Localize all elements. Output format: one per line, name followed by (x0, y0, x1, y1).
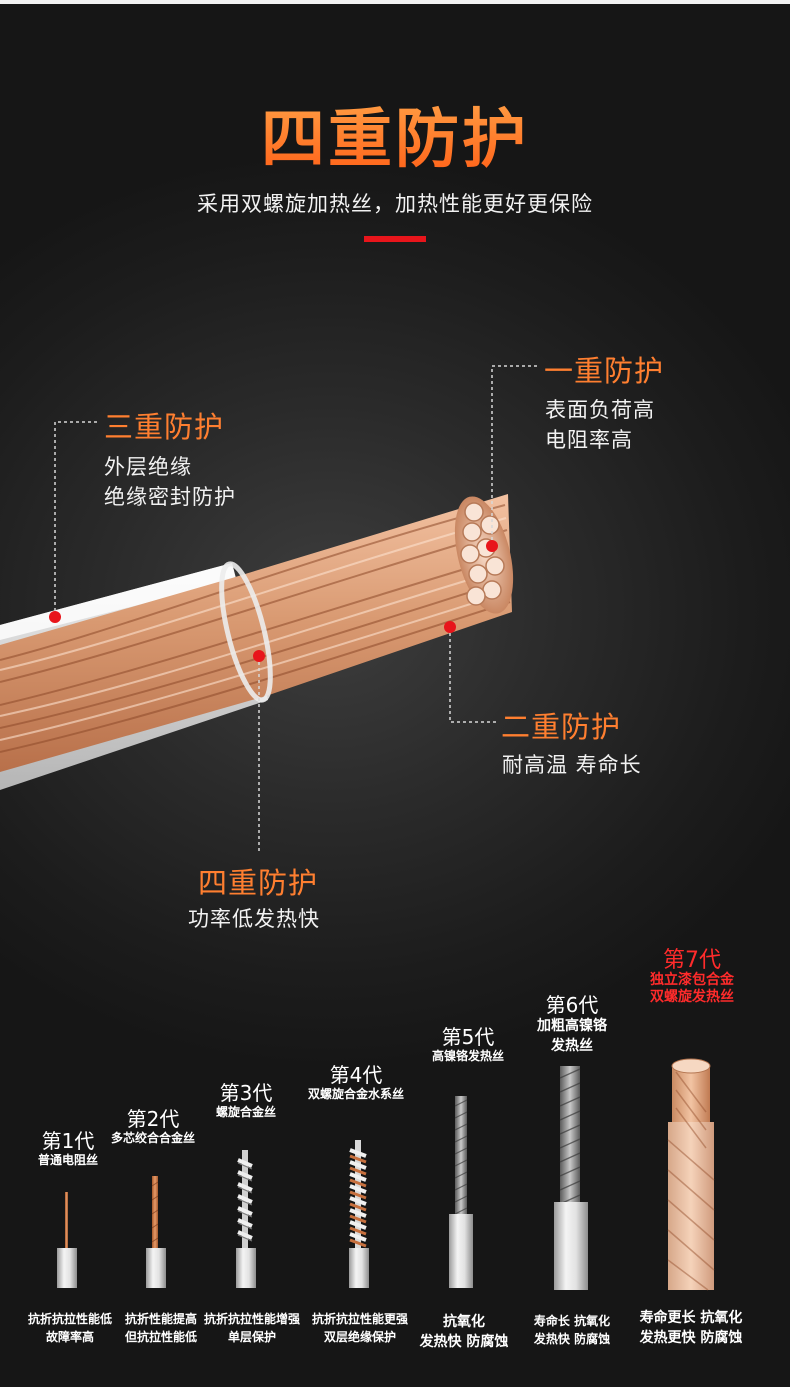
generation-5-label: 第5代 高镍铬发热丝 (420, 1026, 516, 1065)
generation-3-feature-2: 单层保护 (227, 1330, 276, 1344)
generation-7-desc-1: 独立漆包合金 (650, 972, 734, 988)
callout-1-title: 一重防护 (544, 354, 665, 388)
callout-1-line-2: 电阻率高 (545, 428, 633, 452)
generation-3-feature-1: 抗折抗拉性能增强 (203, 1312, 300, 1326)
generation-7-feature-2: 发热更快 防腐蚀 (639, 1330, 743, 1346)
generation-2-features: 抗折性能提高 但抗拉性能低 (116, 1310, 206, 1346)
callout-3-line-1: 外层绝缘 (104, 455, 192, 479)
title-divider (364, 236, 426, 242)
generation-3-name: 第3代 (219, 1081, 273, 1105)
generation-4-label: 第4代 双螺旋合金水系丝 (300, 1064, 412, 1103)
generation-4-feature-1: 抗折抗拉性能更强 (311, 1312, 408, 1326)
callout-3-title: 三重防护 (104, 410, 225, 444)
generation-3-wire (236, 1150, 256, 1288)
generation-6-feature-2: 发热快 防腐蚀 (533, 1332, 611, 1346)
callout-1-line-1: 表面负荷高 (545, 398, 655, 422)
generation-5-feature-2: 发热快 防腐蚀 (419, 1334, 509, 1350)
page-subtitle: 采用双螺旋加热丝，加热性能更好更保险 (197, 192, 593, 216)
generation-1-wire (57, 1192, 77, 1288)
generation-5-features: 抗氧化 发热快 防腐蚀 (416, 1312, 512, 1352)
page-title: 四重防护 (0, 88, 790, 180)
generation-7-desc-2: 双螺旋发热丝 (650, 989, 734, 1005)
generation-4-desc: 双螺旋合金水系丝 (307, 1087, 404, 1101)
callout-2-title: 二重防护 (501, 710, 622, 744)
generation-6-feature-1: 寿命长 抗氧化 (533, 1314, 611, 1328)
generation-5-desc: 高镍铬发热丝 (431, 1049, 504, 1063)
generation-3-desc: 螺旋合金丝 (215, 1105, 276, 1119)
generation-3-label: 第3代 螺旋合金丝 (200, 1082, 292, 1121)
generation-6-label: 第6代 加粗高镍铬 发热丝 (524, 994, 620, 1056)
generation-4-wire (349, 1140, 369, 1288)
callout-3-line-2: 绝缘密封防护 (104, 485, 236, 509)
generation-1-name: 第1代 (41, 1129, 95, 1153)
generation-2-name: 第2代 (126, 1107, 180, 1131)
generation-4-feature-2: 双层绝缘保护 (323, 1330, 396, 1344)
generation-1-feature-1: 抗折抗拉性能低 (27, 1312, 112, 1326)
generation-6-name: 第6代 (545, 993, 599, 1017)
generation-6-wire (554, 1066, 588, 1290)
generation-1-desc: 普通电阻丝 (37, 1153, 98, 1167)
callout-markers (49, 540, 498, 662)
generation-5-wire (449, 1096, 473, 1288)
generation-2-label: 第2代 多芯绞合合金丝 (103, 1108, 203, 1147)
generation-7-label: 第7代 独立漆包合金 双螺旋发热丝 (630, 950, 754, 1006)
callout-2-line-1: 耐高温 寿命长 (502, 753, 642, 777)
generation-3-features: 抗折抗拉性能增强 单层保护 (198, 1310, 306, 1346)
generation-7-wire (667, 1058, 715, 1291)
generation-1-feature-2: 故障率高 (45, 1330, 94, 1344)
generation-1-features: 抗折抗拉性能低 故障率高 (22, 1310, 118, 1346)
generation-5-name: 第5代 (441, 1025, 495, 1049)
generation-2-wire (146, 1176, 166, 1288)
generation-5-feature-1: 抗氧化 (443, 1314, 485, 1330)
generation-1-label: 第1代 普通电阻丝 (28, 1130, 108, 1169)
callout-4-title: 四重防护 (198, 866, 319, 900)
cable-illustration (0, 365, 540, 852)
generation-7-features: 寿命更长 抗氧化 发热更快 防腐蚀 (628, 1308, 754, 1348)
callout-lines (54, 365, 540, 852)
generation-7-name: 第7代 (663, 948, 721, 973)
generation-4-features: 抗折抗拉性能更强 双层绝缘保护 (306, 1310, 414, 1346)
callout-4-line-1: 功率低发热快 (188, 907, 320, 931)
generation-7-feature-1: 寿命更长 抗氧化 (639, 1310, 743, 1326)
generation-4-name: 第4代 (329, 1063, 383, 1087)
generation-2-desc: 多芯绞合合金丝 (110, 1131, 195, 1145)
generation-2-feature-1: 抗折性能提高 (124, 1312, 197, 1326)
generation-6-desc-2: 发热丝 (551, 1038, 593, 1054)
generation-6-features: 寿命长 抗氧化 发热快 防腐蚀 (520, 1312, 624, 1348)
sheath-cut-ring (219, 561, 273, 703)
generation-2-feature-2: 但抗拉性能低 (124, 1330, 197, 1344)
generation-6-desc-1: 加粗高镍铬 (537, 1018, 607, 1034)
